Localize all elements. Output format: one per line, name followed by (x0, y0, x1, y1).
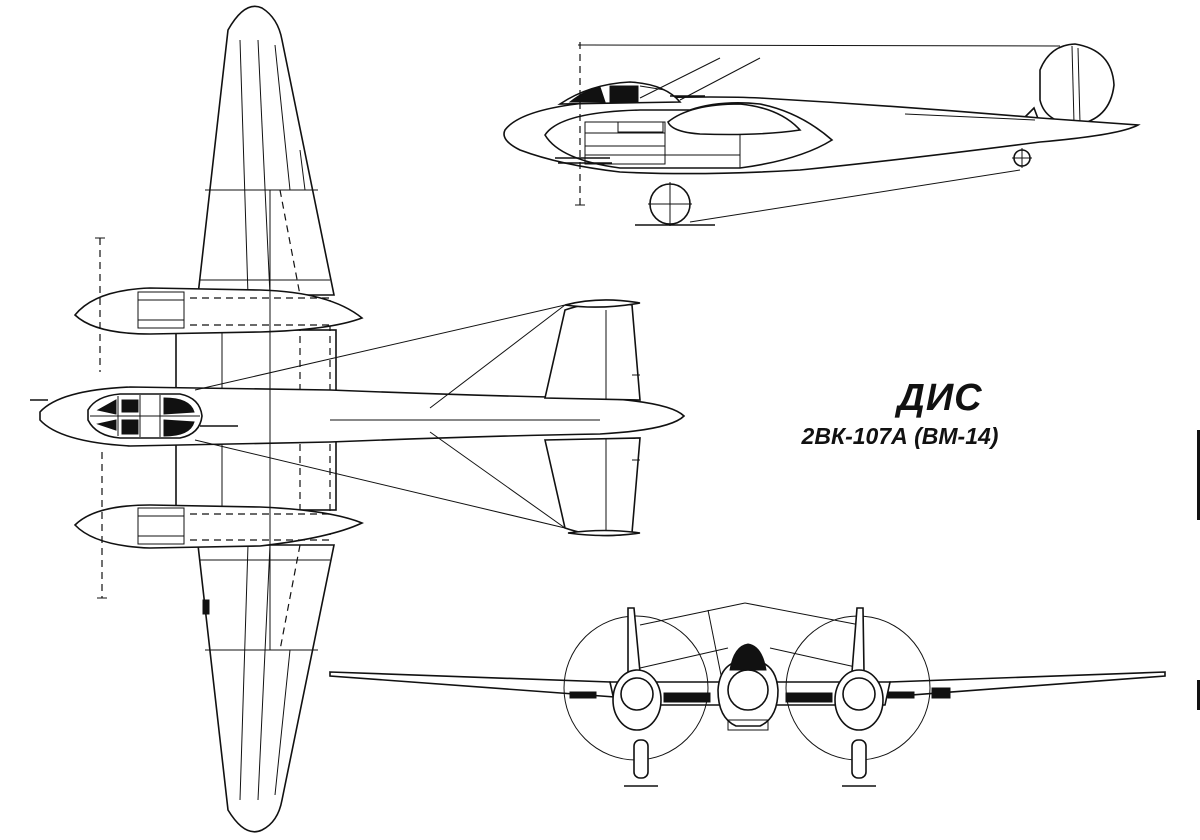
title-block: ДИС 2ВК-107А (ВМ-14) (740, 378, 1060, 450)
edge-mark-lower (1197, 680, 1200, 710)
edge-mark-upper (1197, 430, 1200, 520)
top-view-lower-wing (197, 544, 335, 833)
top-view-fuselage (39, 386, 686, 447)
side-view (503, 42, 1141, 226)
top-view-stabilizer-lower (544, 437, 641, 537)
aircraft-title: ДИС (897, 377, 983, 419)
top-view-lower-nacelle (73, 504, 364, 549)
front-view (329, 602, 1166, 787)
top-view (30, 5, 686, 833)
side-view-fin (1039, 43, 1115, 126)
top-view-upper-wing (197, 5, 335, 296)
engine-subtitle: 2ВК-107А (ВМ-14) (801, 423, 999, 449)
top-view-stabilizer-upper (544, 301, 641, 401)
